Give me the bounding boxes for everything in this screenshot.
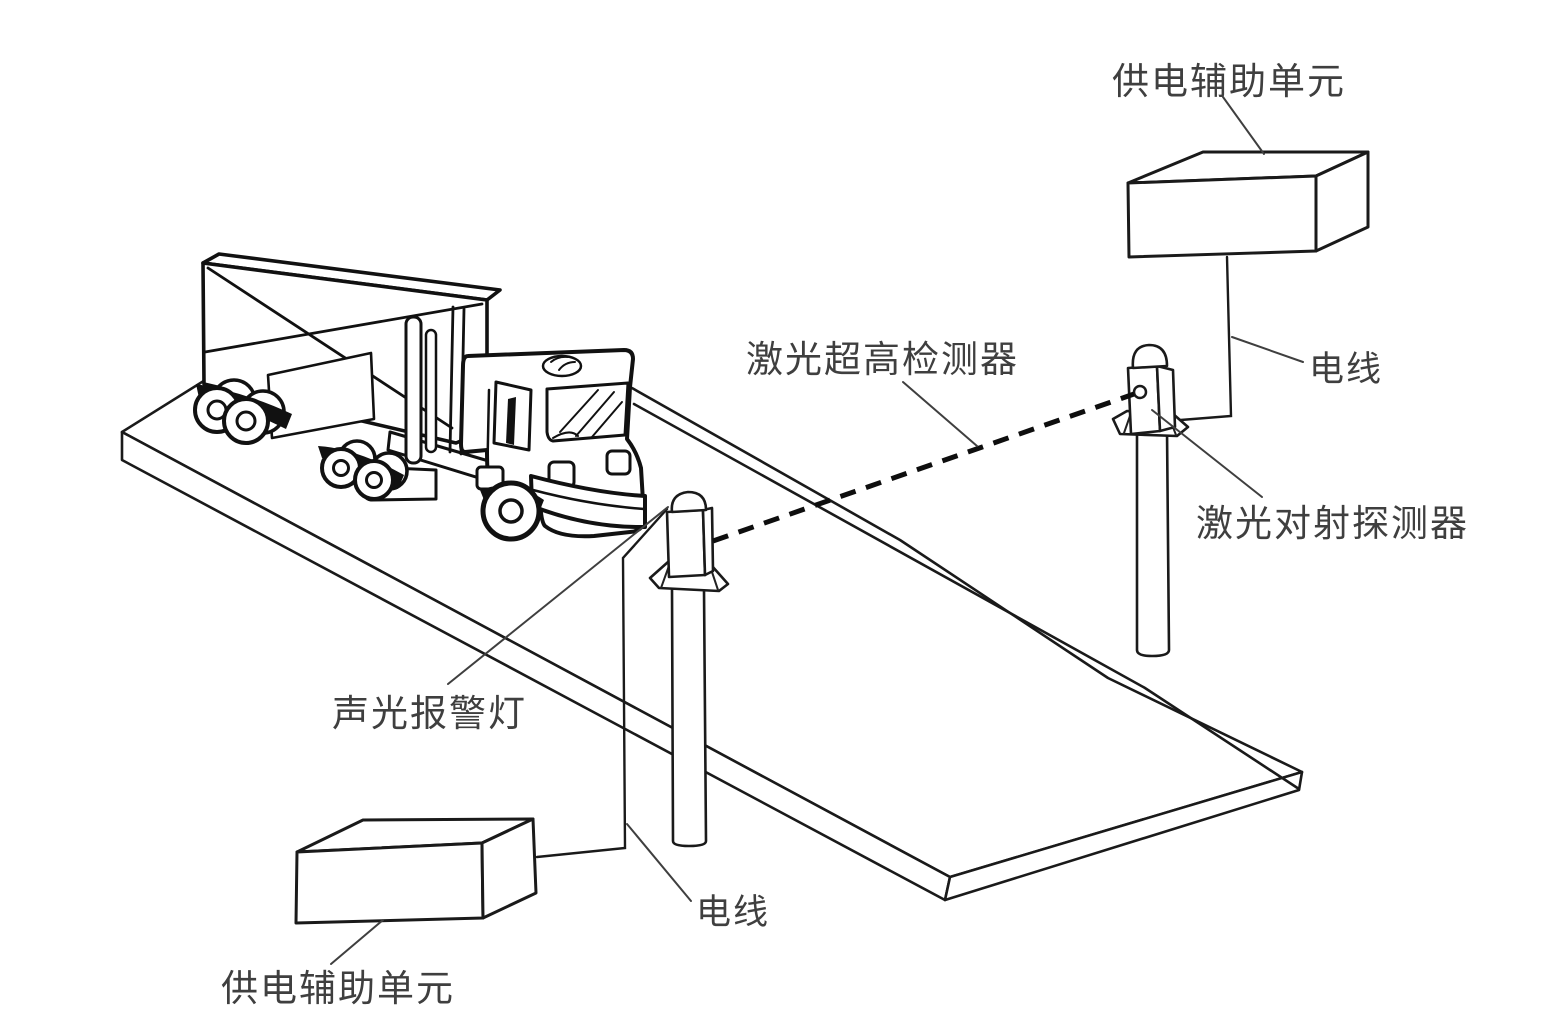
front-bumper-line: [531, 488, 646, 511]
label-power-unit-top: 供电辅助单元: [1112, 61, 1346, 103]
leader-lines: [330, 96, 1304, 965]
roof-beacon-detail: [550, 355, 576, 371]
road-far-edge-inner-line: [632, 402, 1301, 791]
detector-pole: [1135, 428, 1171, 658]
leader-wire-bottom: [626, 823, 692, 902]
windshield-wiper: [552, 431, 579, 439]
power-unit-top-side: [1314, 150, 1370, 253]
exhaust-stack: [404, 315, 423, 465]
leader-wire-right: [1231, 336, 1304, 363]
power-unit-bottom-side: [480, 817, 538, 920]
leader-power-unit-top: [1222, 96, 1265, 155]
leader-sound-light-alarm: [447, 506, 669, 685]
wire-power-unit-to-detector: [1166, 255, 1233, 423]
power-unit-top-front: [1126, 174, 1318, 259]
trailer-wheel-2-hub: [235, 410, 257, 432]
label-wire-right: 电线: [1309, 350, 1383, 389]
windshield-hatch-3: [591, 401, 623, 438]
alarm-head-box-side: [701, 506, 715, 577]
truck: [193, 252, 647, 542]
wire-alarm-to-power-unit: [535, 507, 669, 859]
power-unit-bottom-box: [294, 817, 538, 925]
label-sound-light-alarm: 声光报警灯: [332, 693, 527, 735]
windshield-hatch-2: [575, 391, 615, 437]
headlight: [605, 449, 632, 476]
label-laser-beam-detector: 激光对射探测器: [1196, 503, 1469, 545]
drive-wheel-2-hub: [365, 471, 383, 489]
trailer-front-edge-1: [448, 305, 455, 454]
road-platform: [120, 370, 1304, 902]
drive-wheel-1-hub: [332, 459, 350, 477]
alarm-lamp-dome: [670, 490, 708, 514]
labels: 供电辅助单元 激光超高检测器 电线 激光对射探测器 声光报警灯 电线 供电辅助单…: [221, 61, 1469, 1010]
power-unit-top-box: [1126, 150, 1370, 259]
label-wire-bottom: 电线: [696, 893, 770, 932]
alarm-head-box: [665, 508, 707, 579]
leader-laser-overheight: [902, 381, 978, 447]
wires: [535, 255, 1233, 859]
windshield: [545, 381, 630, 443]
detector-head-box: [1126, 364, 1162, 436]
laser-beam-dashed-line: [712, 391, 1135, 544]
front-wheel-hub: [498, 498, 524, 524]
leader-laser-beam-detector: [1151, 409, 1263, 498]
trailer-diagonal-stripe-2: [203, 302, 484, 354]
exhaust-stack-2: [424, 328, 438, 454]
alarm-lamp-pole: [648, 490, 730, 848]
windshield-hatch-1: [559, 389, 599, 433]
leader-power-unit-bottom: [330, 919, 384, 965]
label-power-unit-bottom: 供电辅助单元: [221, 968, 455, 1010]
side-window-mirror: [506, 397, 516, 445]
power-unit-bottom-front: [294, 841, 485, 925]
alarm-pole: [670, 586, 708, 848]
detector-cap-dome: [1131, 343, 1169, 370]
detector-lens: [1132, 384, 1148, 400]
label-laser-overheight-detector: 激光超高检测器: [746, 339, 1019, 381]
laser-detector-pole: [1111, 343, 1190, 658]
